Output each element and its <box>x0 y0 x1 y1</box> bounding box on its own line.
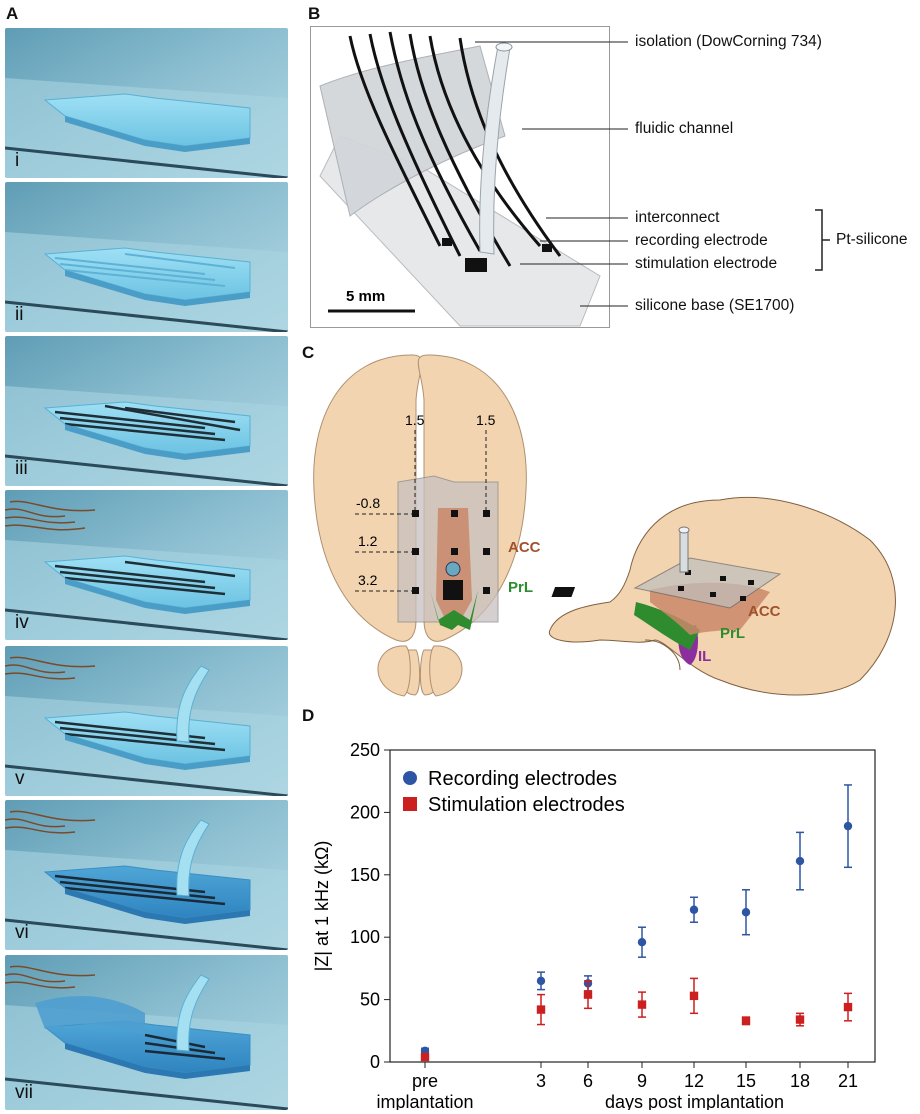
data-point <box>843 1002 853 1012</box>
region-acc-side: ACC <box>748 603 781 620</box>
y-axis-label: |Z| at 1 kHz (kΩ) <box>312 841 332 972</box>
brain-schematic: 1.5 1.5 -0.8 1.2 3.2 ACC PrL ACC PrL IL <box>313 354 896 697</box>
callout-lines <box>475 41 830 307</box>
data-point <box>536 1005 546 1014</box>
panel-c-label: C <box>302 343 315 362</box>
fabrication-render <box>5 646 288 796</box>
x-tick-label: 3 <box>536 1071 546 1091</box>
step-label: iii <box>15 458 28 479</box>
x-tick-label: 9 <box>637 1071 647 1091</box>
region-acc-top: ACC <box>508 539 541 556</box>
data-point <box>689 991 699 1001</box>
x-tick-label-line2: implantation <box>376 1092 473 1110</box>
callout-isolation: isolation (DowCorning 734) <box>635 33 822 50</box>
x-tick-label: 6 <box>583 1071 593 1091</box>
panel-b-label: B <box>308 4 321 23</box>
coord-ap-left: 1.5 <box>405 412 425 428</box>
x-tick-label-line1: pre <box>412 1071 438 1091</box>
x-axis-label: days post implantation <box>605 1092 784 1110</box>
step-label: v <box>15 768 25 789</box>
fabrication-step-7: vii <box>5 955 288 1110</box>
data-point <box>689 905 699 914</box>
step-label: i <box>15 150 20 171</box>
device-photo: 5 mm <box>310 26 610 328</box>
data-point <box>637 1000 647 1009</box>
data-point <box>420 1052 430 1062</box>
scale-bar-label: 5 mm <box>346 288 385 305</box>
region-prl-top: PrL <box>508 579 533 596</box>
data-point <box>795 856 805 866</box>
coord-ml-1: -0.8 <box>356 495 380 511</box>
data-point <box>741 908 751 917</box>
fabrication-render <box>5 182 288 332</box>
callout-stimulation-electrode: stimulation electrode <box>635 255 778 272</box>
callout-pt-silicone: Pt-silicone <box>836 231 908 248</box>
fabrication-render <box>5 490 288 640</box>
fabrication-render <box>5 955 288 1110</box>
legend-label: Recording electrodes <box>428 768 617 790</box>
coord-ap-right: 1.5 <box>476 412 496 428</box>
panel-a-label: A <box>6 4 19 23</box>
callout-silicone-base: silicone base (SE1700) <box>635 297 795 314</box>
callout-recording-electrode: recording electrode <box>635 232 768 249</box>
region-prl-side: PrL <box>720 625 745 642</box>
y-tick-label: 0 <box>370 1052 380 1072</box>
region-il-side: IL <box>698 648 711 665</box>
y-tick-label: 200 <box>350 802 380 822</box>
step-label: vi <box>15 922 29 943</box>
y-tick-label: 150 <box>350 865 380 885</box>
coord-ml-3: 3.2 <box>358 572 378 588</box>
data-point <box>741 1016 751 1026</box>
data-point <box>583 990 593 999</box>
fabrication-render <box>5 800 288 950</box>
data-point <box>795 1015 805 1024</box>
fabrication-step-5: v <box>5 646 288 796</box>
legend-marker <box>403 771 417 785</box>
chart-marks <box>420 784 853 1062</box>
x-tick-label: 12 <box>684 1071 704 1091</box>
x-tick-label: 18 <box>790 1071 810 1091</box>
x-tick-label: 21 <box>838 1071 858 1091</box>
fabrication-step-1: i <box>5 28 288 178</box>
fabrication-render <box>5 336 288 486</box>
legend-marker <box>403 797 417 811</box>
callout-fluidic-channel: fluidic channel <box>635 120 734 137</box>
data-point <box>843 821 853 831</box>
callout-interconnect: interconnect <box>635 209 720 226</box>
data-point <box>536 976 546 986</box>
step-label: ii <box>15 304 24 325</box>
step-label: iv <box>15 612 29 633</box>
y-tick-label: 100 <box>350 927 380 947</box>
legend-label: Stimulation electrodes <box>428 794 625 816</box>
fabrication-step-2: ii <box>5 182 288 332</box>
fabrication-render <box>5 28 288 178</box>
step-label: vii <box>15 1082 33 1103</box>
fabrication-step-3: iii <box>5 336 288 486</box>
y-tick-label: 250 <box>350 740 380 760</box>
coord-ml-2: 1.2 <box>358 533 378 549</box>
plot-frame <box>389 749 876 1063</box>
fabrication-step-6: vi <box>5 800 288 950</box>
data-point <box>637 937 647 947</box>
x-tick-label: 15 <box>736 1071 756 1091</box>
y-tick-label: 50 <box>360 990 380 1010</box>
panel-d-label: D <box>302 706 315 725</box>
fabrication-step-4: iv <box>5 490 288 640</box>
